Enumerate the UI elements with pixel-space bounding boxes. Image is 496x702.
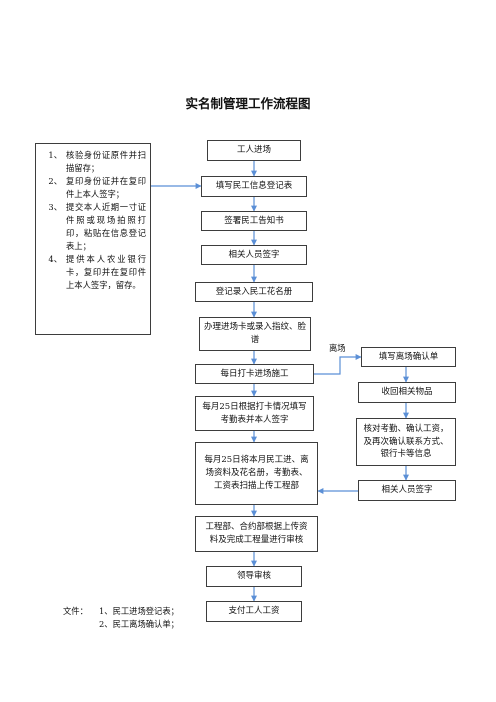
- requirements-box: 1、 核验身份证原件并扫描留存； 2、 复印身份证并在复印件上本人签字； 3、 …: [35, 143, 151, 335]
- step-verify-attendance: 核对考勤、确认工资，及再次确认联系方式、银行卡等信息: [356, 418, 456, 466]
- arrow-exit: [314, 354, 362, 375]
- step-leader-review: 领导审核: [206, 566, 302, 587]
- step-staff-sign: 相关人员签字: [201, 245, 307, 265]
- page-title: 实名制管理工作流程图: [185, 96, 311, 111]
- step-roster-entry: 登记录入民工花名册: [195, 282, 313, 302]
- step-sign-notice: 签署民工告知书: [201, 211, 307, 231]
- step-entry-card: 办理进场卡或录入指纹、脸谱: [199, 317, 311, 351]
- step-return-items: 收回相关物品: [358, 382, 456, 403]
- exit-label: 离场: [329, 343, 346, 353]
- requirement-item: 1、 核验身份证原件并扫描留存；: [48, 150, 146, 173]
- requirement-item: 2、 复印身份证并在复印件上本人签字；: [48, 176, 146, 199]
- step-pay-wages: 支付工人工资: [206, 601, 302, 622]
- step-review: 工程部、合约部根据上传资料及完成工程量进行审核: [195, 516, 318, 552]
- footer-item: 2、民工离场确认单；: [99, 619, 179, 629]
- step-worker-entry: 工人进场: [207, 140, 301, 161]
- step-registration-form: 填写民工信息登记表: [201, 176, 307, 197]
- step-exit-staff-sign: 相关人员签字: [358, 480, 456, 501]
- requirement-item: 3、 提交本人近期一寸证件照或现场拍照打印，粘贴在信息登记表上；: [48, 202, 146, 251]
- step-upload-docs: 每月25日将本月民工进、离场资料及花名册，考勤表、工资表扫描上传工程部: [195, 442, 318, 505]
- step-attendance-sheet: 每月25日根据打卡情况填写考勤表并本人签字: [195, 396, 314, 431]
- step-daily-clock-in: 每日打卡进场施工: [195, 364, 314, 384]
- footer-files: 文件： 1、民工进场登记表； 2、民工离场确认单；: [63, 605, 179, 631]
- step-exit-confirmation: 填写离场确认单: [361, 347, 456, 367]
- footer-label: 文件：: [63, 606, 88, 616]
- footer-item: 1、民工进场登记表；: [99, 606, 179, 616]
- requirement-item: 4、 提供本人农业银行卡，复印并在复印件上本人签字，留存。: [48, 254, 146, 290]
